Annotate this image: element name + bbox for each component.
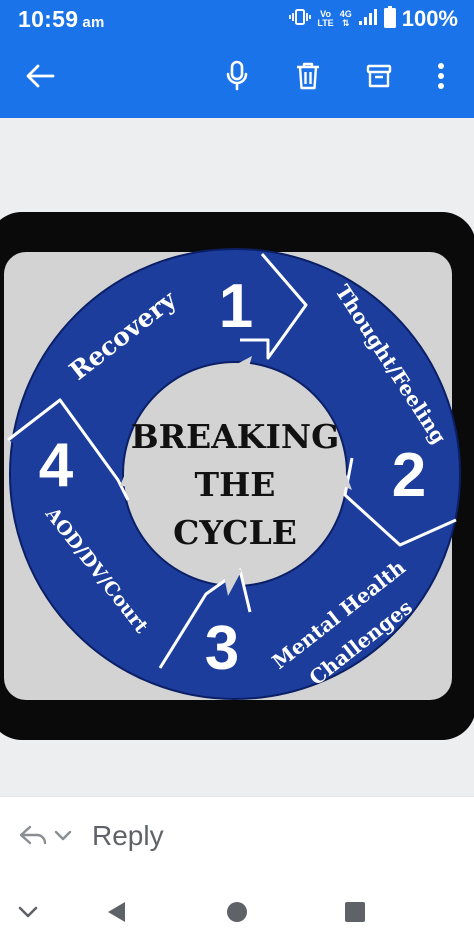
network-lte: LTE: [317, 18, 334, 28]
step-4-number: 4: [39, 431, 74, 500]
reply-bar: [0, 796, 474, 881]
step-2-number: 2: [392, 441, 426, 510]
delete-button[interactable]: [288, 58, 328, 98]
reply-button[interactable]: Reply: [92, 820, 164, 851]
more-options-button[interactable]: [421, 58, 461, 98]
vibrate-icon: [289, 8, 312, 31]
inner-notch-2: [318, 458, 352, 490]
battery-icon: [383, 5, 396, 33]
arrow-4: [7, 398, 130, 501]
inner-notch-3: [222, 566, 242, 596]
back-button[interactable]: [20, 58, 60, 98]
breaking-the-cycle-image: BREAKING THE CYCLE 1 2 3 4 Recovery Thou…: [0, 212, 474, 740]
cycle-graphic: BREAKING THE CYCLE 1 2 3 4 Recovery Thou…: [4, 248, 462, 700]
recents-square-icon: [344, 901, 366, 928]
archive-icon: [366, 63, 392, 94]
reply-arrow-icon: [18, 824, 48, 851]
nav-hide-keyboard-button[interactable]: [10, 896, 46, 932]
reply-options-button[interactable]: [18, 824, 72, 851]
trash-icon: [295, 61, 321, 96]
step-numbers: 1 2 3 4: [39, 272, 426, 683]
chevron-down-icon: [17, 905, 39, 924]
chevron-down-small-icon: [54, 829, 72, 847]
inner-notch-4: [120, 452, 146, 488]
signal-icon: [358, 8, 378, 31]
back-arrow-icon: [25, 63, 55, 94]
nav-recents-button[interactable]: [337, 896, 373, 932]
cycle-ring: [8, 248, 462, 700]
network-4g: 4G: [339, 9, 352, 19]
network-vo: Vo: [320, 9, 331, 19]
center-line-1: BREAKING: [131, 417, 340, 456]
arrow-1: [240, 253, 308, 360]
center-line-2: THE: [195, 465, 276, 504]
arrow-3: [158, 568, 252, 669]
home-circle-icon: [225, 900, 249, 929]
more-vert-icon: [437, 62, 445, 95]
battery-percent: 100%: [401, 6, 458, 31]
nav-home-button[interactable]: [219, 896, 255, 932]
status-ampm: am: [82, 14, 105, 31]
archive-button[interactable]: [359, 58, 399, 98]
step-3-number: 3: [205, 614, 239, 683]
voice-button[interactable]: [217, 58, 257, 98]
center-line-3: CYCLE: [173, 513, 297, 552]
cycle-arrows: [7, 253, 457, 669]
back-triangle-icon: [105, 900, 127, 929]
network-4g-block: 4G⇅: [339, 9, 352, 28]
inner-arrow-notches: [120, 356, 352, 596]
inner-notch-1: [222, 356, 252, 392]
microphone-icon: [225, 60, 249, 97]
center-title: BREAKING THE CYCLE: [131, 417, 340, 552]
nav-back-button[interactable]: [98, 896, 134, 932]
step-1-number: 1: [219, 272, 253, 341]
arrow-2: [343, 457, 457, 547]
